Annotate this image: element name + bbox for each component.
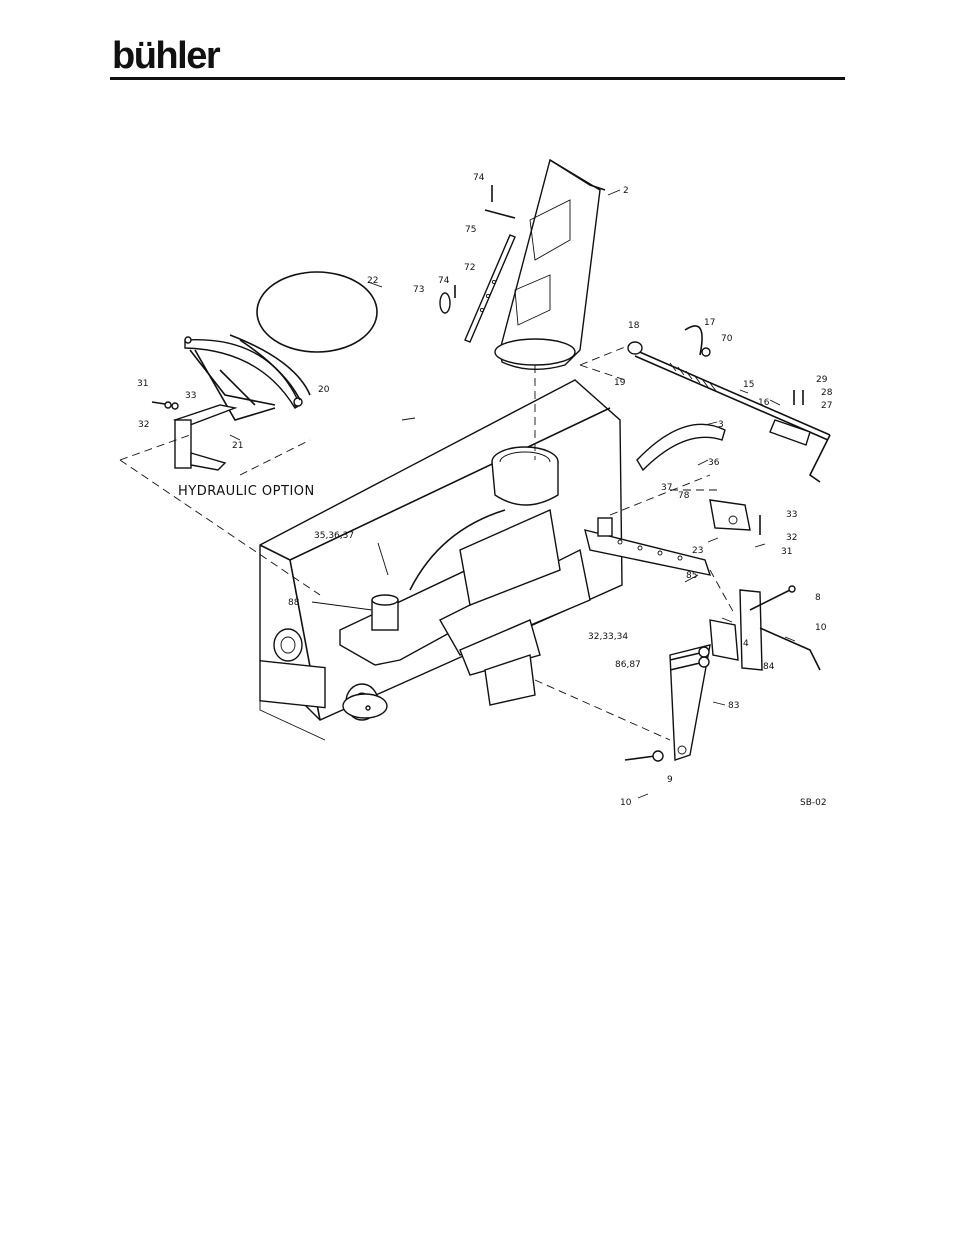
callout-88: 88 xyxy=(288,598,300,608)
callout-70: 70 xyxy=(721,334,733,344)
callout-16: 16 xyxy=(758,398,770,408)
callout-29: 29 xyxy=(816,375,828,385)
hydraulic-option-label: HYDRAULIC OPTION xyxy=(178,484,315,499)
callout-27: 27 xyxy=(821,401,832,411)
callout-36: 36 xyxy=(708,458,720,468)
callout-28: 28 xyxy=(821,388,833,398)
hydraulic-hose xyxy=(256,271,378,353)
callout-85: 85 xyxy=(686,571,697,581)
callout-74a: 74 xyxy=(473,173,485,183)
callout-32b: 32 xyxy=(786,533,797,543)
callout-22: 22 xyxy=(367,276,378,286)
brand-logo: bühler xyxy=(112,35,221,77)
callout-32a: 32 xyxy=(138,420,149,430)
callout-33a: 33 xyxy=(185,391,196,401)
exploded-parts-diagram: HYDRAULIC OPTION SB-02 74 2 75 72 74 73 … xyxy=(110,150,845,820)
callout-10a: 10 xyxy=(815,623,827,633)
callout-4: 4 xyxy=(743,639,749,649)
callout-31b: 31 xyxy=(781,547,792,557)
callout-33b: 33 xyxy=(786,510,797,520)
callout-83: 83 xyxy=(728,701,739,711)
callout-18: 18 xyxy=(628,321,640,331)
callout-20: 20 xyxy=(318,385,330,395)
callout-78: 78 xyxy=(678,491,690,501)
lift-arm xyxy=(669,644,711,761)
callout-23: 23 xyxy=(692,546,703,556)
callout-86-87: 86,87 xyxy=(615,660,641,670)
callout-35-36-37: 35,36,37 xyxy=(314,531,354,541)
callout-31a: 31 xyxy=(137,379,148,389)
callout-75: 75 xyxy=(465,225,476,235)
callout-2: 2 xyxy=(623,186,629,196)
callout-8: 8 xyxy=(815,593,821,603)
callout-32-33-34: 32,33,34 xyxy=(588,632,628,642)
diagram-drawing: HYDRAULIC OPTION SB-02 74 2 75 72 74 73 … xyxy=(119,158,833,808)
page-header: bühler xyxy=(110,36,845,82)
callout-17: 17 xyxy=(704,318,715,328)
callout-74b: 74 xyxy=(438,276,450,286)
callout-9: 9 xyxy=(667,775,673,785)
callout-10b: 10 xyxy=(620,798,632,808)
discharge-chute xyxy=(499,158,601,371)
callout-21: 21 xyxy=(232,441,243,451)
callout-3: 3 xyxy=(718,420,724,430)
callout-84: 84 xyxy=(763,662,775,672)
drawing-code: SB-02 xyxy=(800,798,827,808)
callout-73: 73 xyxy=(413,285,424,295)
callout-37a: 37 xyxy=(661,483,672,493)
chute-deflector xyxy=(636,423,726,472)
callout-72: 72 xyxy=(464,263,475,273)
header-rule xyxy=(110,77,845,80)
callout-15: 15 xyxy=(743,380,754,390)
callout-19: 19 xyxy=(614,378,626,388)
